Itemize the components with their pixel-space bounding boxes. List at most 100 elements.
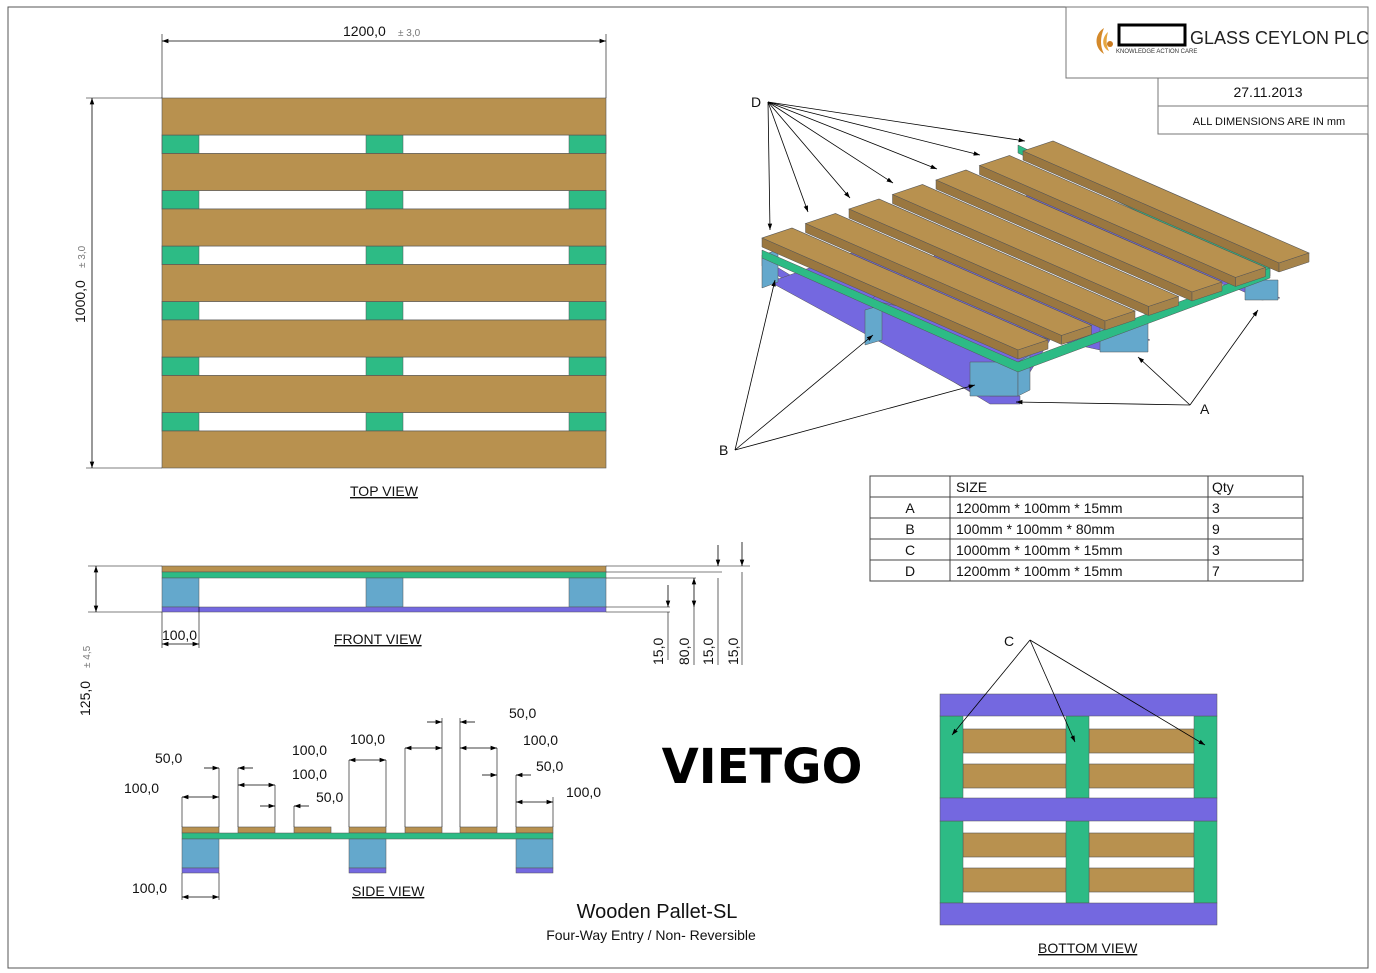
dim-side-block: 100,0 <box>132 880 167 896</box>
top-block-visible <box>365 412 404 432</box>
top-block-visible <box>568 356 607 376</box>
product-subtitle: Four-Way Entry / Non- Reversible <box>546 927 756 943</box>
top-deck-board <box>161 430 607 469</box>
top-block-visible <box>365 301 404 321</box>
dim-top-length: 1000,0 <box>72 280 88 323</box>
dim-top-width-tol: ± 3,0 <box>398 28 421 39</box>
dim-front-bottom-board: 15,0 <box>650 638 666 665</box>
dim-top-width: 1200,0 <box>343 23 386 39</box>
dim-side-board-2: 100,0 <box>292 766 327 782</box>
callout-d: D <box>751 94 761 110</box>
logo-box <box>1117 23 1187 47</box>
watermark-text: VIETGO <box>662 739 863 795</box>
bom-qty: 3 <box>1212 542 1220 558</box>
bom-qty: 9 <box>1212 521 1220 537</box>
drawing-date: 27.11.2013 <box>1233 84 1302 100</box>
top-block-visible <box>161 356 200 376</box>
front-view: 15,0 80,0 15,0 15,0 125,0 ± 4,5 100,0 FR… <box>77 542 750 716</box>
dim-front-block: 100,0 <box>162 627 197 643</box>
dim-side-gap-1: 50,0 <box>155 750 182 766</box>
dim-side-board-1: 100,0 <box>124 780 159 796</box>
top-deck-board <box>161 97 607 136</box>
dim-side-gap-4: 50,0 <box>536 758 563 774</box>
bom-frame <box>869 475 1304 582</box>
dim-side-board-3: 100,0 <box>292 742 327 758</box>
bom-qty: 3 <box>1212 500 1220 516</box>
iso-deck-board-end <box>1104 310 1136 331</box>
top-deck-board <box>161 208 607 247</box>
top-block-visible <box>161 190 200 210</box>
bottom-deck-board <box>1088 832 1195 858</box>
top-block-visible <box>365 190 404 210</box>
iso-deck-board-end <box>1278 252 1310 273</box>
dim-side-gap-3: 50,0 <box>509 705 536 721</box>
dim-top-length-tol: ± 3,0 <box>77 245 88 268</box>
bom-part: C <box>905 542 915 558</box>
bottom-deck-board <box>1088 728 1195 754</box>
bottom-deck-board <box>962 832 1067 858</box>
top-block-visible <box>161 412 200 432</box>
dim-front-block-height: 80,0 <box>676 638 692 665</box>
top-block-visible <box>568 134 607 154</box>
top-block-visible <box>365 134 404 154</box>
iso-deck-board-end <box>1017 339 1049 360</box>
units-note: ALL DIMENSIONS ARE IN mm <box>1193 116 1345 128</box>
callout-b: B <box>719 442 728 458</box>
dim-front-top-board: 15,0 <box>725 638 741 665</box>
iso-deck-board-end <box>1148 296 1179 316</box>
dim-front-height: 125,0 <box>77 681 93 716</box>
bottom-deck-board <box>962 763 1067 789</box>
top-block-visible <box>568 412 607 432</box>
bom-size: 1200mm * 100mm * 15mm <box>956 500 1123 516</box>
bom-size: 100mm * 100mm * 80mm <box>956 521 1115 537</box>
top-block-visible <box>161 134 200 154</box>
company-tagline: KNOWLEDGE ACTION CARE <box>1116 49 1197 55</box>
top-view: 1200,0 ± 3,0 1000,0 ± 3,0 TOP VIEW <box>72 23 607 499</box>
bottom-deck-board <box>962 867 1067 893</box>
company-name: GLASS CEYLON PLC <box>1190 28 1369 48</box>
product-title: Wooden Pallet-SL <box>577 901 738 923</box>
bottom-deck-board <box>962 728 1067 754</box>
iso-deck-board-end <box>1191 281 1223 302</box>
dim-side-gap-2: 50,0 <box>316 789 343 805</box>
company-logo-icon <box>1096 28 1113 54</box>
isometric-view: D B A <box>719 94 1310 458</box>
top-block-visible <box>161 245 200 265</box>
callout-c: C <box>1004 633 1014 649</box>
dim-side-board-4: 100,0 <box>350 731 385 747</box>
callout-a: A <box>1200 401 1210 417</box>
bom-header-size: SIZE <box>956 479 987 495</box>
bom-size: 1200mm * 100mm * 15mm <box>956 563 1123 579</box>
top-deck-board <box>161 264 607 302</box>
bom-part: D <box>905 563 915 579</box>
front-view-label: FRONT VIEW <box>334 631 422 647</box>
title-block: GLASS CEYLON PLC KNOWLEDGE ACTION CARE 2… <box>1065 6 1369 135</box>
top-block-visible <box>365 245 404 265</box>
bottom-deck-board <box>1088 867 1195 893</box>
top-deck-board <box>161 153 607 191</box>
bom-header-qty: Qty <box>1212 479 1234 495</box>
bom-size: 1000mm * 100mm * 15mm <box>956 542 1123 558</box>
callout-a-leaders <box>1015 309 1259 406</box>
top-block-visible <box>161 301 200 321</box>
bottom-view: C BOTTOM VIEW <box>939 633 1218 956</box>
dim-side-board-6: 100,0 <box>566 784 601 800</box>
bottom-view-label: BOTTOM VIEW <box>1038 940 1138 956</box>
top-block-visible <box>568 301 607 321</box>
top-deck-board <box>161 375 607 413</box>
bom-qty: 7 <box>1212 563 1220 579</box>
top-block-visible <box>568 245 607 265</box>
iso-deck-board-end <box>1235 267 1266 287</box>
top-block-visible <box>365 356 404 376</box>
top-view-label: TOP VIEW <box>350 483 419 499</box>
side-view-label: SIDE VIEW <box>352 883 425 899</box>
bom-part: B <box>905 521 914 537</box>
callout-b-leaders <box>734 279 976 451</box>
side-view: 100,0 50,0 100,0 50,0 100,0 100,0 50,0 1… <box>124 705 601 900</box>
bottom-deck-board <box>1088 763 1195 789</box>
iso-deck-board-end <box>1061 325 1092 345</box>
top-block-visible <box>568 190 607 210</box>
dim-front-height-tol: ± 4,5 <box>82 645 93 668</box>
